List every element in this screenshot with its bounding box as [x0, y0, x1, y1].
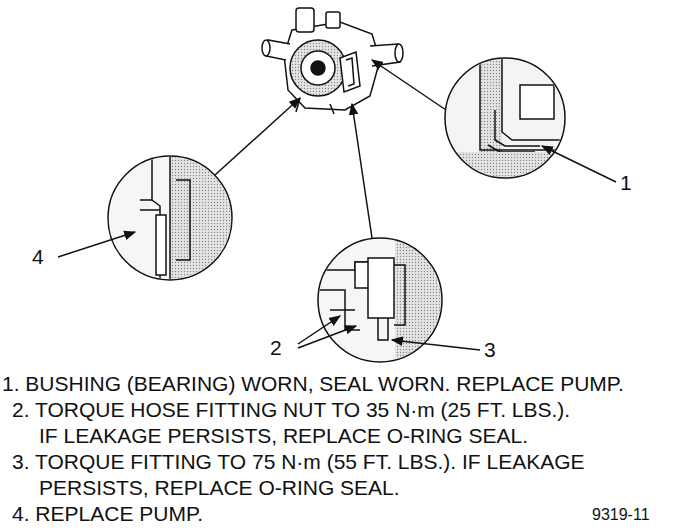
fitting-detail [330, 309, 355, 311]
repair-note: 4. REPLACE PUMP. [12, 501, 439, 527]
seal-detail [170, 155, 235, 285]
seal-detail [140, 200, 160, 210]
fitting-detail [318, 290, 360, 330]
seal-detail [156, 215, 166, 275]
fitting-detail [298, 326, 356, 348]
callout-number: 2 [270, 337, 282, 359]
seal-detail [108, 156, 232, 280]
pump-body [290, 40, 346, 96]
pump-body [326, 12, 340, 28]
repair-note: 1. BUSHING (BEARING) WORN, SEAL WORN. RE… [2, 371, 688, 397]
bushing-detail [480, 55, 570, 150]
fitting-detail [392, 340, 480, 350]
pump-body [395, 44, 403, 62]
bushing-detail [502, 55, 570, 140]
repair-note: 3. TORQUE FITTING TO 75 N·m (55 FT. LBS.… [12, 449, 659, 501]
bushing-detail [542, 146, 616, 182]
bushing-detail [520, 85, 554, 119]
callout-number: 1 [620, 172, 632, 194]
seal-detail [169, 155, 171, 285]
pump-body [340, 52, 360, 92]
pump-body [301, 51, 335, 85]
bushing-detail [372, 60, 446, 110]
pump-body [262, 40, 270, 56]
fitting-detail [355, 262, 369, 288]
callout-number: 3 [484, 339, 496, 361]
seal-detail [176, 180, 190, 260]
seal-detail [215, 98, 300, 175]
pump-body [296, 8, 314, 32]
fitting-detail [378, 318, 388, 340]
bushing-detail [440, 55, 570, 192]
seal-detail [58, 98, 300, 285]
pump-body [311, 61, 325, 75]
callout-number: 4 [32, 246, 44, 268]
figure-number: 9319-11 [592, 506, 650, 524]
fitting-detail [352, 104, 372, 238]
repair-note: 2. TORQUE HOSE FITTING NUT TO 35 N·m (25… [12, 397, 586, 449]
pump-body [284, 22, 380, 110]
fitting-detail [394, 265, 405, 325]
fitting-detail [368, 258, 394, 318]
bushing-detail [372, 55, 616, 192]
pump-body [296, 98, 334, 114]
fitting-detail [298, 104, 480, 363]
pump-body [262, 8, 403, 114]
bushing-detail [488, 145, 535, 152]
bushing-detail [495, 110, 540, 146]
fitting-detail [395, 238, 445, 363]
seal-detail [58, 232, 135, 257]
bushing-detail [445, 58, 565, 178]
pump-body [346, 58, 354, 86]
